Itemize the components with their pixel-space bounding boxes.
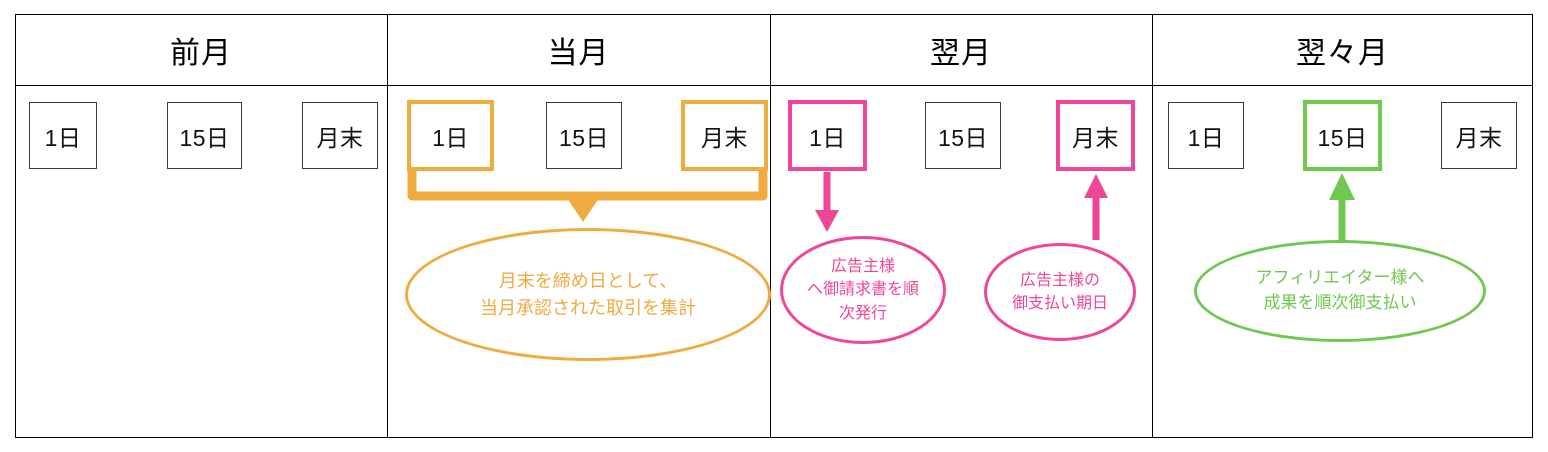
callout-advertiser-payment-due: 広告主様の 御支払い期日 bbox=[984, 243, 1136, 341]
column-header-month-after-next: 翌々月 bbox=[1296, 36, 1389, 70]
callout-aggregate-text: 月末を締め日として、 当月承認された取引を集計 bbox=[480, 271, 696, 318]
day-box-after-next-1: 1日 bbox=[1168, 102, 1244, 169]
callout-affiliate-payout: アフィリエイター様へ 成果を順次御支払い bbox=[1194, 240, 1486, 342]
column-header-current-month: 当月 bbox=[547, 36, 610, 70]
callout-invoice-issue: 広告主様 へ御請求書を順 次発行 bbox=[780, 236, 946, 344]
day-box-prev-month-end: 月末 bbox=[302, 102, 378, 169]
day-box-after-next-month-end: 月末 bbox=[1441, 102, 1517, 169]
callout-affiliate-payout-text: アフィリエイター様へ 成果を順次御支払い bbox=[1255, 268, 1425, 312]
day-box-prev-15: 15日 bbox=[167, 102, 242, 169]
column-divider-3 bbox=[1152, 14, 1153, 438]
day-box-current-1: 1日 bbox=[407, 100, 494, 171]
day-box-next-15: 15日 bbox=[925, 102, 1001, 169]
timeline-table-frame bbox=[15, 14, 1533, 438]
column-header-next-month: 翌月 bbox=[930, 36, 992, 70]
column-divider-1 bbox=[387, 14, 388, 438]
column-divider-2 bbox=[770, 14, 771, 438]
day-box-current-month-end: 月末 bbox=[681, 100, 768, 171]
header-row-divider bbox=[15, 85, 1533, 86]
day-box-next-1: 1日 bbox=[788, 100, 867, 171]
day-box-current-15: 15日 bbox=[546, 102, 622, 169]
column-header-previous-month: 前月 bbox=[170, 36, 232, 70]
day-box-prev-1: 1日 bbox=[29, 102, 97, 169]
callout-aggregate: 月末を締め日として、 当月承認された取引を集計 bbox=[405, 228, 771, 361]
day-box-after-next-15: 15日 bbox=[1303, 100, 1382, 171]
callout-advertiser-payment-due-text: 広告主様の 御支払い期日 bbox=[1011, 271, 1108, 312]
callout-invoice-issue-text: 広告主様 へ御請求書を順 次発行 bbox=[806, 258, 919, 322]
day-box-next-month-end: 月末 bbox=[1056, 100, 1135, 171]
